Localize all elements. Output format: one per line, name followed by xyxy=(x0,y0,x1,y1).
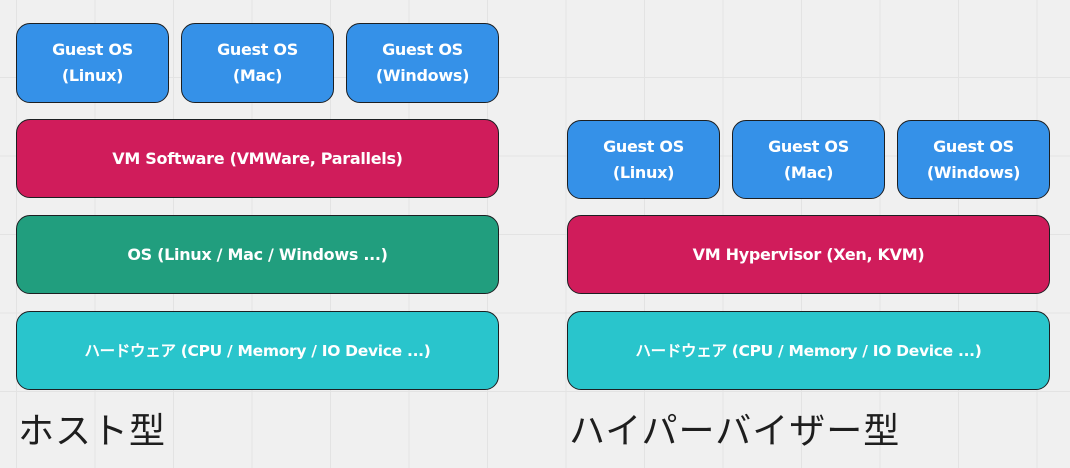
guest-os-name: (Linux) xyxy=(61,66,124,85)
guest-os-title: Guest OS xyxy=(382,40,463,59)
vm-hypervisor-label: VM Hypervisor (Xen, KVM) xyxy=(692,244,925,264)
guest-os-name: (Windows) xyxy=(926,162,1021,182)
hosted-os-layer[interactable]: OS (Linux / Mac / Windows ...) xyxy=(16,215,499,294)
guest-os-name: (Linux) xyxy=(612,162,675,182)
hosted-guest-os-mac[interactable]: Guest OS (Mac) xyxy=(181,23,334,103)
hypervisor-guest-os-linux[interactable]: Guest OS (Linux) xyxy=(567,120,720,199)
os-layer-label: OS (Linux / Mac / Windows ...) xyxy=(127,244,388,264)
hypervisor-guest-os-windows[interactable]: Guest OS (Windows) xyxy=(897,120,1050,199)
hypervisor-caption: ハイパーバイザー型 xyxy=(569,411,901,452)
hypervisor-guest-os-mac[interactable]: Guest OS (Mac) xyxy=(732,120,885,199)
hosted-guest-os-windows[interactable]: Guest OS (Windows) xyxy=(346,23,499,103)
guest-os-title: Guest OS xyxy=(52,40,133,59)
hosted-guest-os-linux[interactable]: Guest OS (Linux) xyxy=(16,23,169,103)
guest-os-name: (Mac) xyxy=(232,66,283,85)
vm-software-label: VM Software (VMWare, Parallels) xyxy=(112,148,403,168)
hardware-layer-label: ハードウェア (CPU / Memory / IO Device ...) xyxy=(84,341,431,360)
hosted-caption: ホスト型 xyxy=(18,411,167,452)
guest-os-title: Guest OS xyxy=(603,136,684,156)
guest-os-title: Guest OS xyxy=(933,136,1014,156)
hypervisor-hardware-layer[interactable]: ハードウェア (CPU / Memory / IO Device ...) xyxy=(567,311,1050,390)
guest-os-title: Guest OS xyxy=(217,40,298,59)
guest-os-name: (Windows) xyxy=(375,66,470,85)
hosted-hardware-layer[interactable]: ハードウェア (CPU / Memory / IO Device ...) xyxy=(16,311,499,390)
hypervisor-vm-layer[interactable]: VM Hypervisor (Xen, KVM) xyxy=(567,215,1050,294)
hardware-layer-label: ハードウェア (CPU / Memory / IO Device ...) xyxy=(635,341,982,360)
guest-os-name: (Mac) xyxy=(783,162,834,182)
guest-os-title: Guest OS xyxy=(768,136,849,156)
hosted-vm-software-layer[interactable]: VM Software (VMWare, Parallels) xyxy=(16,119,499,198)
